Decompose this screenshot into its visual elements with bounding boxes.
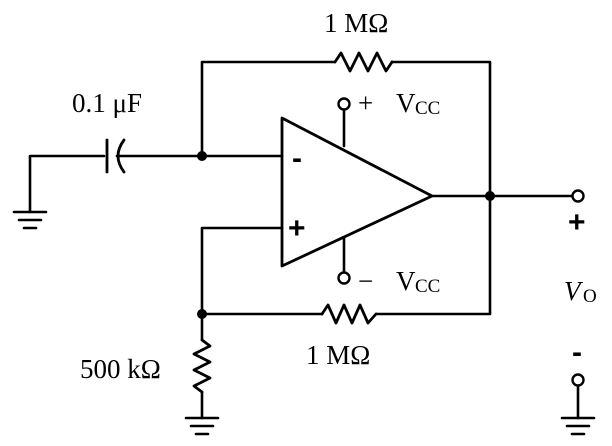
positive-supply-label: V: [396, 88, 416, 118]
feedback-resistor: [333, 51, 394, 73]
output-negative-lead: [571, 373, 585, 420]
ground-resistor: [192, 312, 212, 420]
negative-supply-label: V: [396, 266, 416, 296]
inverting-node: [197, 151, 207, 161]
output-terminal-negative: [571, 373, 585, 387]
positive-supply-subscript: CC: [415, 98, 440, 119]
right-ground-symbol: [560, 416, 596, 436]
output-voltage-subscript: O: [583, 286, 597, 307]
left-ground-wire: [28, 154, 106, 214]
positive-supply-sign: +: [358, 88, 373, 118]
capacitor-label: 0.1 μF: [72, 88, 142, 118]
feedback-resistor-label: 1 MΩ: [324, 8, 388, 38]
negative-supply-sign: −: [358, 266, 373, 296]
output-terminal-positive: [571, 189, 585, 203]
feedback-wire-top: [200, 60, 492, 198]
negative-supply-lead: [337, 236, 351, 285]
bottom-ground-symbol: [184, 416, 220, 436]
output-minus-label: -: [572, 336, 582, 369]
left-ground-symbol: [12, 210, 48, 230]
positive-feedback-resistor-label: 1 MΩ: [306, 340, 370, 370]
op-amp: [280, 116, 434, 268]
positive-supply-lead: [337, 97, 351, 148]
noninverting-input-wire: [200, 226, 284, 316]
positive-feedback-resistor: [320, 303, 378, 325]
positive-feedback-wire: [200, 194, 492, 316]
capacitor: [105, 138, 204, 174]
inverting-input-label: -: [292, 142, 302, 175]
noninverting-input-label: +: [288, 212, 306, 245]
negative-supply-subscript: CC: [415, 276, 440, 297]
output-plus-label: +: [568, 206, 586, 239]
output-voltage-label: V: [564, 276, 584, 306]
ground-resistor-label: 500 kΩ: [80, 354, 161, 384]
